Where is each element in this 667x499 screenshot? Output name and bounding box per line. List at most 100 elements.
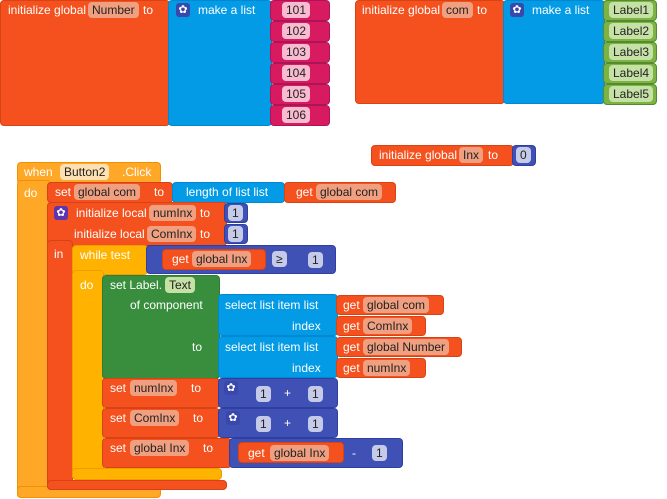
component-dropdown[interactable]: Label2 [609, 23, 654, 39]
get-label: get [343, 340, 360, 354]
var-dropdown[interactable]: global com [74, 184, 141, 200]
set-label: set Label. [110, 278, 163, 292]
set-label: set [55, 185, 72, 199]
make-list-block[interactable] [168, 0, 272, 126]
get-label: get [296, 185, 313, 199]
init-global-number-block[interactable] [0, 0, 170, 126]
to-label: to [477, 3, 488, 17]
property-dropdown[interactable]: Text [165, 277, 196, 293]
local-body [47, 240, 73, 490]
gear-icon[interactable]: ✿ [176, 3, 190, 17]
var-dropdown[interactable]: numInx [363, 360, 411, 376]
local-footer [47, 480, 227, 490]
init-global-label: initialize global [379, 148, 458, 162]
while-label: while test [80, 248, 131, 262]
component-dropdown[interactable]: Label1 [609, 2, 654, 18]
number-field[interactable]: 1 [308, 386, 323, 402]
to-label: to [191, 381, 202, 395]
get-label: get [343, 319, 360, 333]
make-list-label: make a list [198, 3, 256, 17]
var-dropdown[interactable]: ComInx [363, 318, 413, 334]
number-field[interactable]: 1 [228, 205, 243, 221]
do-label: do [80, 278, 94, 292]
while-body [72, 270, 104, 480]
event-name: .Click [122, 165, 152, 179]
initialize-local-block[interactable] [47, 202, 227, 246]
index-label: index [292, 361, 321, 375]
number-field[interactable]: 0 [516, 147, 531, 163]
to-label: to [488, 148, 499, 162]
select-label: select list item list [225, 340, 319, 354]
var-dropdown[interactable]: ComInx [130, 410, 180, 426]
var-name-field[interactable]: Inx [459, 147, 484, 163]
when-label: when [24, 165, 53, 179]
number-field[interactable]: 1 [308, 252, 323, 268]
number-field[interactable]: 1 [308, 416, 323, 432]
make-list-label: make a list [532, 3, 590, 17]
set-label: set [110, 441, 127, 455]
of-component-label: of component [130, 298, 203, 312]
while-footer [72, 468, 222, 480]
var-dropdown[interactable]: global Inx [270, 445, 330, 461]
to-label: to [154, 185, 165, 199]
get-label: get [343, 361, 360, 375]
var-dropdown[interactable]: global com [363, 297, 430, 313]
text-field[interactable]: 101 [282, 2, 311, 18]
set-label: set [110, 381, 127, 395]
var-name-field[interactable]: ComInx [147, 226, 197, 242]
var-dropdown[interactable]: global com [316, 184, 383, 200]
do-label: do [24, 186, 38, 200]
text-field[interactable]: 102 [282, 23, 311, 39]
init-global-label: initialize global [362, 3, 441, 17]
operator-label: + [284, 386, 292, 400]
add-block[interactable] [218, 378, 338, 408]
text-field[interactable]: 106 [282, 107, 311, 123]
event-body [17, 180, 51, 498]
set-label: set [110, 411, 127, 425]
index-label: index [292, 319, 321, 333]
number-field[interactable]: 1 [228, 226, 243, 242]
component-dropdown[interactable]: Label5 [609, 86, 654, 102]
to-label: to [192, 340, 203, 354]
component-dropdown[interactable]: Button2 [60, 164, 110, 180]
gear-icon[interactable]: ✿ [224, 381, 238, 395]
text-field[interactable]: 103 [282, 44, 311, 60]
get-label: get [248, 446, 265, 460]
to-label: to [143, 3, 154, 17]
gear-icon[interactable]: ✿ [510, 3, 524, 17]
number-field[interactable]: 1 [256, 386, 271, 402]
to-label: to [200, 227, 211, 241]
operator-dropdown[interactable]: ≥ [272, 251, 287, 267]
get-label: get [172, 252, 189, 266]
init-global-com-block[interactable] [355, 0, 505, 104]
select-label: select list item list [225, 298, 319, 312]
gear-icon[interactable]: ✿ [54, 206, 68, 220]
text-field[interactable]: 104 [282, 65, 311, 81]
number-field[interactable]: 1 [372, 445, 387, 461]
init-global-label: initialize global [8, 3, 87, 17]
number-field[interactable]: 1 [256, 416, 271, 432]
var-name-field[interactable]: Number [88, 2, 139, 18]
var-dropdown[interactable]: global Inx [192, 251, 252, 267]
var-name-field[interactable]: numInx [149, 205, 197, 221]
select-list-item-block[interactable] [218, 294, 338, 336]
to-label: to [203, 441, 214, 455]
component-dropdown[interactable]: Label3 [609, 44, 654, 60]
to-label: to [193, 411, 204, 425]
var-dropdown[interactable]: global Number [363, 339, 450, 355]
operator-label: - [352, 446, 356, 460]
set-label-text-block[interactable] [102, 275, 220, 379]
length-label: length of list list [186, 185, 269, 199]
var-name-field[interactable]: com [442, 2, 473, 18]
gear-icon[interactable]: ✿ [226, 411, 240, 425]
in-label: in [54, 247, 64, 261]
select-list-item-block[interactable] [218, 336, 338, 378]
text-field[interactable]: 105 [282, 86, 311, 102]
make-list-block[interactable] [503, 0, 605, 104]
init-local-label: initialize local [74, 227, 145, 241]
var-dropdown[interactable]: numInx [130, 380, 178, 396]
component-dropdown[interactable]: Label4 [609, 65, 654, 81]
get-label: get [343, 298, 360, 312]
operator-label: + [284, 416, 292, 430]
var-dropdown[interactable]: global Inx [130, 440, 190, 456]
